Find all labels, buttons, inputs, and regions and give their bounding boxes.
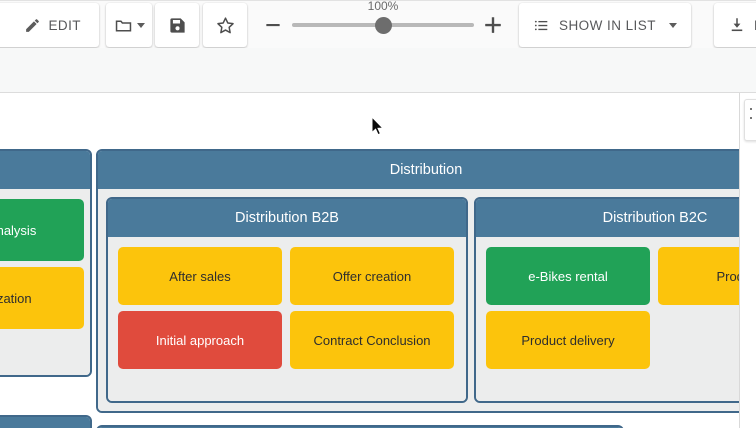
- folder-button[interactable]: [106, 3, 153, 47]
- card-organization[interactable]: ganization: [0, 267, 84, 329]
- folder-button-group: [106, 3, 152, 47]
- chevron-down-icon: [668, 22, 677, 28]
- zoom-slider[interactable]: 100%: [292, 0, 474, 42]
- zoom-slider-thumb[interactable]: [374, 16, 392, 34]
- right-side-panel[interactable]: [739, 93, 756, 428]
- save-button[interactable]: [160, 3, 195, 47]
- card-product-consu[interactable]: Product consu: [658, 247, 754, 305]
- download-icon: [728, 16, 746, 34]
- save-button-group: [155, 3, 199, 47]
- diagram-node-distribution[interactable]: Distribution Distribution B2B After sale…: [96, 149, 756, 413]
- node-header-distribution: Distribution: [98, 151, 754, 189]
- diagram-node-distribution-b2c[interactable]: Distribution B2C e-Bikes rental Product …: [474, 197, 754, 403]
- save-floppy-icon: [168, 16, 187, 35]
- node-body: ent analysis ganization: [0, 189, 90, 375]
- export-button[interactable]: E: [728, 3, 756, 47]
- node-body: Distribution B2B After sales Offer creat…: [98, 189, 754, 411]
- export-button-group: E: [714, 3, 756, 47]
- right-panel-menu-card[interactable]: [744, 99, 756, 141]
- card-offer-creation[interactable]: Offer creation: [290, 247, 454, 305]
- node-header: [0, 151, 90, 189]
- chevron-down-icon: [136, 22, 145, 28]
- node-body: After sales Offer creation Initial appro…: [108, 237, 466, 401]
- node-header-b2c: Distribution B2C: [476, 199, 754, 237]
- zoom-control: 100%: [258, 0, 508, 47]
- diagram-node-distribution-b2b[interactable]: Distribution B2B After sales Offer creat…: [106, 197, 468, 403]
- diagram-node-left-bottom[interactable]: [0, 415, 92, 428]
- show-in-list-label: SHOW IN LIST: [559, 17, 656, 33]
- show-in-list-group: SHOW IN LIST: [519, 3, 691, 47]
- diagram-node-left-column[interactable]: ent analysis ganization: [0, 149, 92, 377]
- card-initial-approach[interactable]: Initial approach: [118, 311, 282, 369]
- favorite-button-group: [203, 3, 247, 47]
- edit-button[interactable]: EDIT: [12, 3, 93, 47]
- node-body: e-Bikes rental Product consu Product del…: [476, 237, 754, 401]
- card-product-delivery[interactable]: Product delivery: [486, 311, 650, 369]
- favorite-button[interactable]: [207, 3, 244, 47]
- zoom-out-button[interactable]: [258, 8, 288, 42]
- node-header: [0, 417, 90, 428]
- card-after-sales[interactable]: After sales: [118, 247, 282, 305]
- card-contract-conclusion[interactable]: Contract Conclusion: [290, 311, 454, 369]
- export-button-label: E: [754, 18, 756, 33]
- node-header-b2b: Distribution B2B: [108, 199, 466, 237]
- card-analysis[interactable]: ent analysis: [0, 199, 84, 261]
- card-ebikes-rental[interactable]: e-Bikes rental: [486, 247, 650, 305]
- zoom-percentage-label: 100%: [367, 0, 399, 13]
- plus-icon: [482, 14, 504, 36]
- folder-icon: [114, 16, 133, 35]
- top-toolbar: EDIT: [0, 0, 756, 48]
- menu-dot-icon: [750, 108, 752, 110]
- show-in-list-button[interactable]: SHOW IN LIST: [533, 3, 677, 47]
- diagram-sheet[interactable]: ent analysis ganization Distribution Dis…: [0, 92, 756, 428]
- list-icon: [533, 17, 550, 34]
- edit-button-group: EDIT: [0, 3, 99, 47]
- pencil-icon: [24, 17, 41, 34]
- diagram-canvas[interactable]: ent analysis ganization Distribution Dis…: [0, 48, 756, 428]
- minus-icon: [263, 15, 283, 35]
- menu-dot-icon: [750, 117, 752, 119]
- edit-button-label: EDIT: [48, 17, 81, 33]
- star-outline-icon: [215, 15, 236, 36]
- zoom-in-button[interactable]: [478, 8, 508, 42]
